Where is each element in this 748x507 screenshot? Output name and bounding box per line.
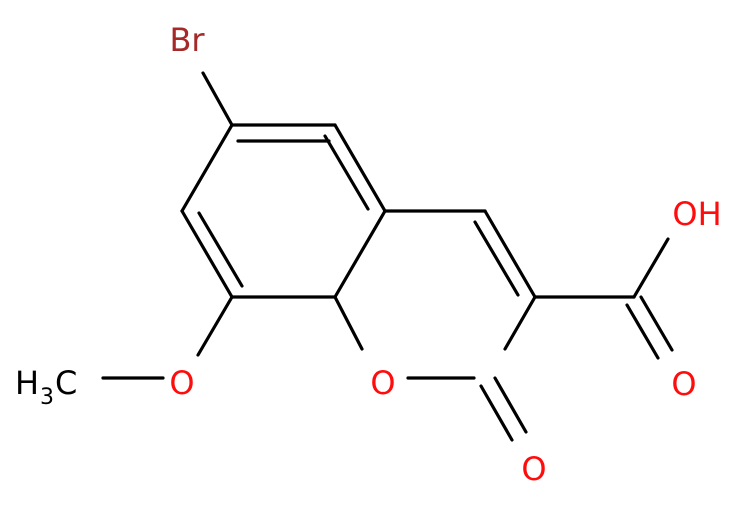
bromine-label: Br <box>169 21 205 59</box>
bond-c4-c3 <box>483 209 537 299</box>
bond-o1-c8a <box>333 295 364 351</box>
bond-c3-c2 <box>503 295 537 351</box>
bond-c8-c9-inner <box>197 211 244 288</box>
bond-c6-br <box>201 71 234 127</box>
bond-ccooh-o-double-b <box>639 295 674 352</box>
bond-c2-o-double-a <box>479 384 514 442</box>
bond-c2-o-double-b <box>493 376 528 434</box>
ring-oxygen-label: O <box>370 364 395 402</box>
bond-ccooh-oh <box>632 237 670 299</box>
methyl-subscript-label: 3 <box>40 385 54 410</box>
bond-c7-c8 <box>180 123 234 213</box>
bond-ccooh-o-double-a <box>625 303 660 360</box>
hydroxyl-label: OH <box>672 195 721 233</box>
methoxy-oxygen-label: O <box>169 364 194 402</box>
methyl-h-label: H <box>15 364 39 402</box>
carboxyl-oxygen-label: O <box>671 365 696 403</box>
bond-c8a-c4a <box>333 209 387 299</box>
bond-c4a-c5 <box>333 123 387 213</box>
bond-c4-c3-inner <box>473 220 520 297</box>
lactone-oxygen-label: O <box>521 450 546 488</box>
bond-c8-c9 <box>180 209 234 299</box>
bond-c4a-c5-inner <box>323 134 370 211</box>
methyl-c-label: C <box>55 364 77 402</box>
bond-c9-ome <box>196 295 234 357</box>
